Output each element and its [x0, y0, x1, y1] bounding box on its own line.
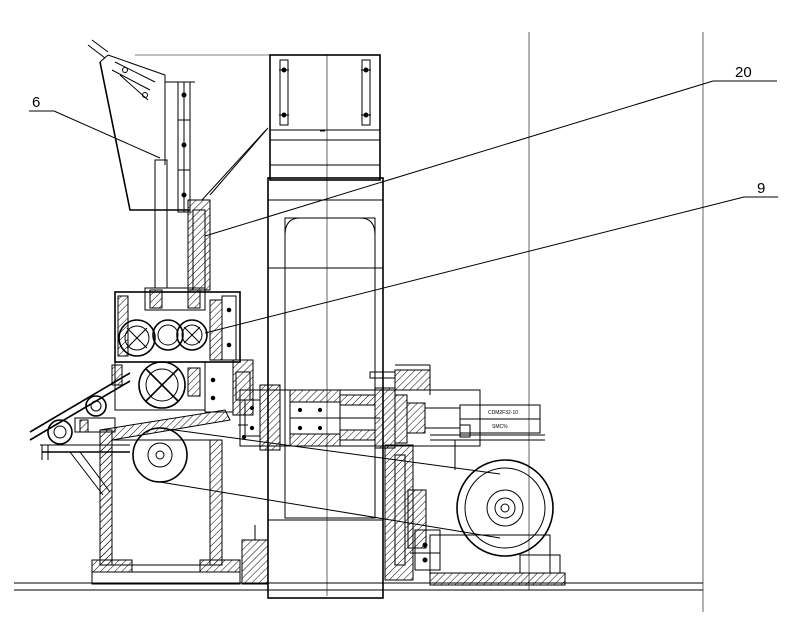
frame-lines [14, 32, 704, 612]
roller-section [111, 287, 254, 416]
plate-label-bottom: SMC% [492, 424, 508, 430]
callout-6: 6 [29, 94, 161, 159]
callout-label-6: 6 [32, 94, 40, 111]
hopper-assembly [87, 39, 269, 291]
callout-label-9: 9 [757, 180, 765, 197]
callout-9: 9 [204, 180, 778, 334]
plate-label-top: CDM2F32-10 [488, 410, 518, 416]
upper-housing [267, 54, 384, 599]
shaft-assembly: CDM2F32-10 SMC% [238, 364, 545, 451]
feed-chute [29, 372, 131, 496]
callout-label-20: 20 [735, 64, 752, 81]
motor-drive [159, 427, 566, 586]
base-frame [91, 409, 269, 585]
callout-20: 20 [204, 64, 777, 237]
